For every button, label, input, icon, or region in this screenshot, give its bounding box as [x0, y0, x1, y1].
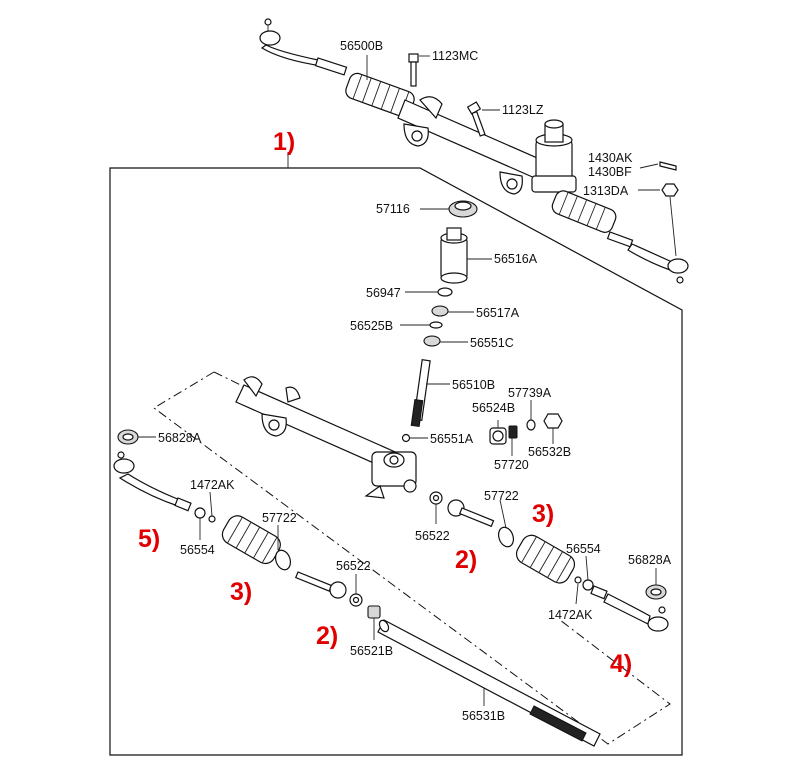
group-label-1: 1) — [273, 128, 295, 156]
label-56531B: 56531B — [462, 709, 505, 723]
label-56551A: 56551A — [430, 432, 474, 446]
label-56500B: 56500B — [340, 39, 383, 53]
label-56532B: 56532B — [528, 445, 571, 459]
leader-lines — [138, 55, 660, 706]
label-57722-left: 57722 — [262, 511, 297, 525]
group-label-4: 4) — [610, 650, 632, 678]
rack-housing — [235, 376, 417, 499]
top-gear-assembly — [259, 18, 689, 284]
label-1472AK-right: 1472AK — [548, 608, 593, 622]
part-number-labels: 56500B 1123MC 1123LZ 1430AK 1430BF 1313D… — [158, 39, 672, 723]
label-1123MC: 1123MC — [432, 49, 478, 63]
label-57116: 57116 — [376, 202, 410, 216]
label-56522-right: 56522 — [415, 529, 450, 543]
label-56554-left: 56554 — [180, 543, 215, 557]
label-57720: 57720 — [494, 458, 529, 472]
label-57722-right: 57722 — [484, 489, 519, 503]
label-56524B: 56524B — [472, 401, 515, 415]
label-1123LZ: 1123LZ — [502, 103, 544, 117]
pinion-parts — [401, 200, 478, 443]
group-label-5: 5) — [138, 525, 160, 553]
label-56516A: 56516A — [494, 252, 538, 266]
label-56828A-left: 56828A — [158, 431, 202, 445]
label-56551C: 56551C — [470, 336, 514, 350]
group-label-3-right: 3) — [532, 500, 554, 528]
label-56525B: 56525B — [350, 319, 393, 333]
left-tie-rod-end — [113, 429, 216, 523]
assembly-frame — [109, 167, 683, 756]
right-boot — [515, 534, 576, 584]
rack-bar — [377, 619, 601, 747]
group-label-2-left: 2) — [316, 622, 338, 650]
group-label-3-left: 3) — [230, 578, 252, 606]
label-56522-left: 56522 — [336, 559, 371, 573]
label-56510B: 56510B — [452, 378, 495, 392]
label-57739A: 57739A — [508, 386, 552, 400]
yoke-parts — [489, 413, 563, 445]
label-1430AK: 1430AK — [588, 151, 633, 165]
label-56517A: 56517A — [476, 306, 520, 320]
group-label-2-right: 2) — [455, 546, 477, 574]
label-56947: 56947 — [366, 286, 401, 300]
label-1430BF: 1430BF — [588, 165, 632, 179]
label-56828A-right: 56828A — [628, 553, 672, 567]
left-boot — [221, 515, 292, 571]
label-56521B: 56521B — [350, 644, 393, 658]
label-1313DA: 1313DA — [583, 184, 629, 198]
group-number-labels: 1) 2) 2) 3) 3) 4) 5) — [138, 128, 632, 678]
label-56554-right: 56554 — [566, 542, 601, 556]
left-inner-tie-rod — [294, 571, 381, 619]
label-1472AK-left: 1472AK — [190, 478, 235, 492]
right-tie-rod-end — [574, 576, 669, 632]
rack-subassembly-outline — [153, 371, 671, 745]
